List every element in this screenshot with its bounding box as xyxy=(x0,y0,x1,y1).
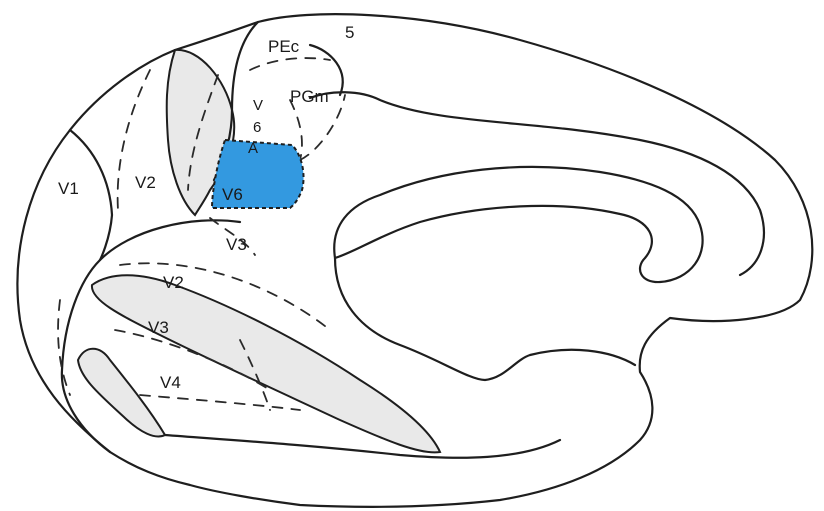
label-pec: PEc xyxy=(268,37,300,56)
corpus-callosum-outline xyxy=(334,167,702,282)
label-v1: V1 xyxy=(58,179,79,198)
label-pgm: PGm xyxy=(290,87,329,106)
lower-base-contour xyxy=(165,435,560,458)
label-v6a-v: V xyxy=(253,97,263,114)
label-area5: 5 xyxy=(345,23,354,42)
label-v6a-6: 6 xyxy=(253,119,261,136)
cingulate-sulcus xyxy=(310,92,764,275)
label-v6: V6 xyxy=(222,185,243,204)
label-v6a-a: A xyxy=(248,140,258,157)
label-v2-lower: V2 xyxy=(163,273,184,292)
label-v3-upper: V3 xyxy=(226,235,247,254)
lingual-sulcus xyxy=(78,349,165,437)
label-v3-lower: V3 xyxy=(148,318,169,337)
pec-pgm-boundary xyxy=(250,58,330,70)
label-v2-upper: V2 xyxy=(135,173,156,192)
v4-lower-boundary xyxy=(140,395,300,410)
inner-lower-contour xyxy=(335,258,635,380)
label-v4: V4 xyxy=(160,373,181,392)
